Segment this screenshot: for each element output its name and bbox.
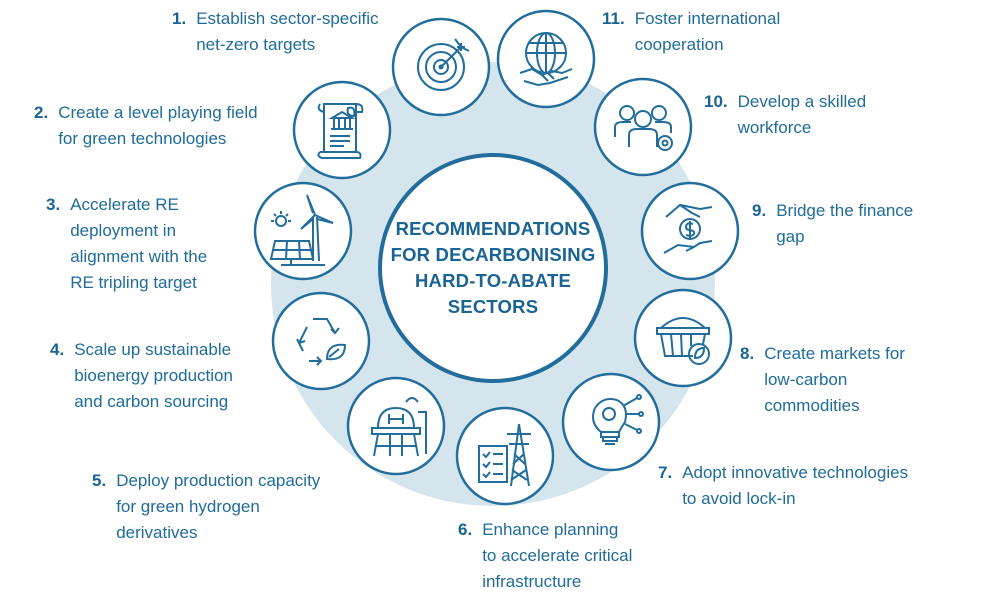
team-gear-icon xyxy=(593,77,693,177)
recommendation-number: 4. xyxy=(50,340,65,359)
recommendation-number: 10. xyxy=(704,92,728,111)
recommendation-number: 2. xyxy=(34,103,49,122)
recommendation-2: 2. Create a level playing field for gree… xyxy=(34,100,258,152)
policy-document-icon xyxy=(292,80,392,180)
recommendation-7: 7. Adopt innovative technologies to avoi… xyxy=(658,460,908,512)
recommendation-11: 11. Foster international cooperation xyxy=(602,6,780,58)
recommendation-number: 6. xyxy=(458,520,473,539)
globe-handshake-icon xyxy=(496,9,596,109)
recommendation-8: 8. Create markets for low-carbon commodi… xyxy=(740,341,905,419)
recommendation-text: Develop a skilled workforce xyxy=(737,92,867,137)
recommendation-6: 6. Enhance planning to accelerate critic… xyxy=(458,517,632,595)
recommendation-5: 5. Deploy production capacity for green … xyxy=(92,468,320,546)
recycle-leaf-icon xyxy=(271,291,371,391)
hands-coin-icon xyxy=(640,181,740,281)
checklist-pylon-icon xyxy=(455,406,555,506)
wind-solar-icon xyxy=(253,181,353,281)
recommendation-text: Create markets for low-carbon commoditie… xyxy=(764,344,905,415)
recommendation-3: 3. Accelerate RE deployment in alignment… xyxy=(46,192,207,296)
recommendation-text: Foster international cooperation xyxy=(634,9,781,54)
recommendation-number: 5. xyxy=(92,471,107,490)
recommendation-text: Accelerate RE deployment in alignment wi… xyxy=(70,195,208,292)
recommendation-number: 3. xyxy=(46,195,61,214)
recommendation-1: 1. Establish sector-specific net-zero ta… xyxy=(172,6,379,58)
recommendation-number: 7. xyxy=(658,463,673,482)
recommendation-text: Enhance planning to accelerate critical … xyxy=(482,520,633,591)
hydrogen-plant-icon xyxy=(346,376,446,476)
basket-leaf-icon xyxy=(633,288,733,388)
recommendation-text: Establish sector-specific net-zero targe… xyxy=(196,9,379,54)
recommendation-text: Bridge the finance gap xyxy=(776,201,914,246)
recommendation-10: 10. Develop a skilled workforce xyxy=(704,89,866,141)
recommendation-number: 1. xyxy=(172,9,187,28)
central-circle xyxy=(378,153,608,383)
recommendation-4: 4. Scale up sustainable bioenergy produc… xyxy=(50,337,233,415)
recommendation-text: Scale up sustainable bioenergy productio… xyxy=(74,340,233,411)
diagram-title: RECOMMENDATIONS FOR DECARBONISING HARD-T… xyxy=(390,218,596,317)
recommendation-number: 8. xyxy=(740,344,755,363)
recommendation-text: Deploy production capacity for green hyd… xyxy=(116,471,321,542)
recommendation-text: Adopt innovative technologies to avoid l… xyxy=(682,463,909,508)
recommendation-9: 9. Bridge the finance gap xyxy=(752,198,913,250)
recommendation-text: Create a level playing field for green t… xyxy=(58,103,258,148)
gear-lightbulb-icon xyxy=(561,372,661,472)
recommendation-number: 9. xyxy=(752,201,767,220)
target-arrow-icon xyxy=(391,17,491,117)
recommendation-number: 11. xyxy=(602,9,625,28)
